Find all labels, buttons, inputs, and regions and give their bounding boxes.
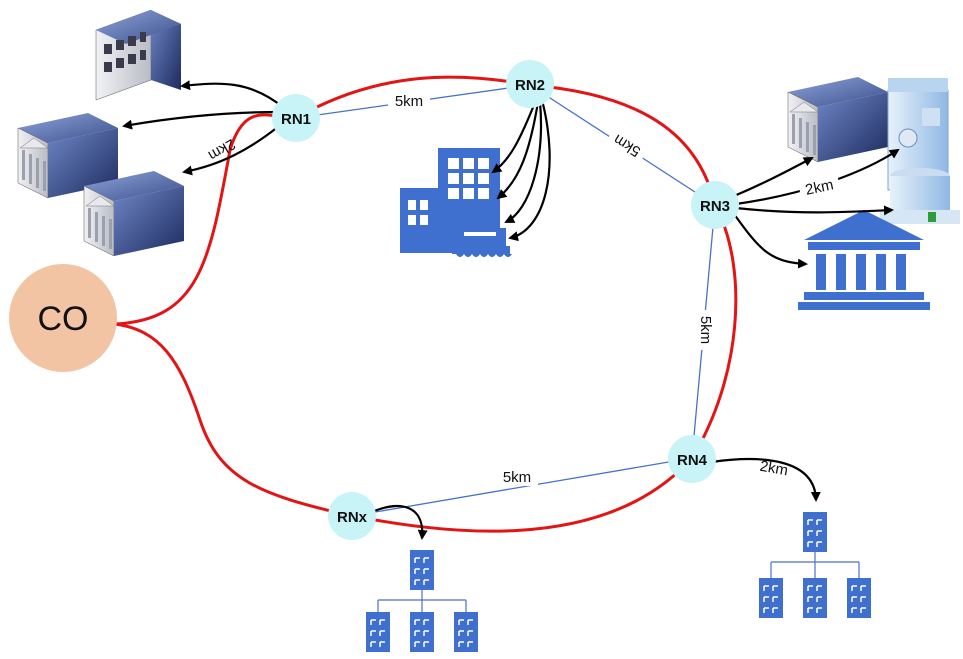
link-rn3-rn4-distance: 5km: [697, 316, 714, 344]
distance-links: [295, 84, 716, 517]
rn1-arrow-bank2: [182, 121, 285, 176]
rnx-label: RNx: [337, 509, 368, 526]
rn3-university-building: [798, 210, 930, 310]
rn1-office-building: [95, 9, 182, 101]
rn4-drop-distance: 2km: [758, 458, 789, 480]
rn3-drop-distance: 2km: [804, 176, 835, 199]
rn1-arrow-bank: [122, 110, 281, 130]
link-distance-labels: 5km 5km 5km 5km: [388, 92, 716, 486]
rn3-arrow-university: [733, 213, 808, 269]
rn3-arrow-bank: [733, 157, 814, 198]
central-office-node: CO: [9, 264, 117, 372]
rn1-drop-distance: 2km: [205, 135, 238, 164]
central-office-label: CO: [38, 300, 89, 338]
rn4-arrow-apartments: [711, 458, 821, 502]
rn2-label: RN2: [515, 77, 545, 94]
rn2-arrow-2: [496, 101, 540, 200]
rn2-arrow-1: [491, 99, 538, 174]
drop-arrows: [122, 80, 900, 540]
drop-distance-labels: 2km 2km 2km: [205, 135, 841, 479]
rn4-label: RN4: [677, 452, 708, 469]
remote-node-rn1: RN1: [272, 94, 320, 142]
rn4-apartment-complex: [758, 511, 872, 619]
fiber-ring: [114, 75, 738, 533]
rn3-clinic-building: [880, 168, 960, 224]
rn3-arrow-clinic: [735, 205, 894, 216]
remote-node-rnx: RNx: [328, 492, 376, 540]
rn2-office-desk-icon: [452, 228, 512, 257]
remote-node-rn2: RN2: [506, 60, 554, 108]
rn1-bank-building-2: [83, 170, 185, 257]
rnx-arrow-apartments: [371, 504, 428, 540]
rnx-apartment-complex: [365, 549, 479, 653]
rn3-label: RN3: [700, 198, 730, 215]
rn2-arrow-4: [508, 99, 551, 242]
remote-node-rn3: RN3: [691, 181, 739, 229]
remote-node-rn4: RN4: [668, 435, 716, 483]
link-rn1-rn2-distance: 5km: [395, 93, 423, 110]
link-rn4-rnx-distance: 5km: [503, 469, 531, 486]
rn1-label: RN1: [281, 111, 311, 128]
rn1-arrow-office: [180, 80, 285, 109]
link-rn4-rnx: [351, 457, 693, 517]
rn2-arrow-3: [504, 101, 542, 223]
rn3-bank-building: [787, 76, 889, 163]
